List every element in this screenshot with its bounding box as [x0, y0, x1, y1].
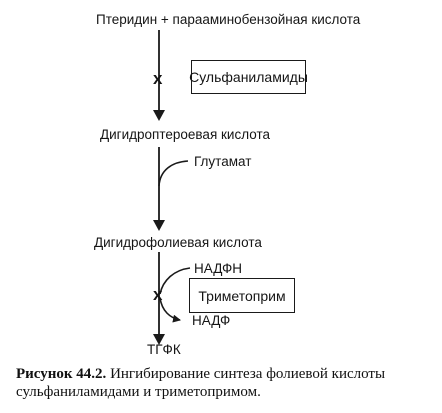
nadph-curve — [159, 267, 191, 295]
glutamate-curve — [158, 160, 189, 187]
inhibition-mark-sulfanilamides: x — [153, 69, 163, 88]
box-sulfanilamides: Сульфаниламиды — [189, 60, 308, 94]
caption-text: Ингибирование синтеза фолиевой кислоты с… — [16, 366, 386, 400]
box-sulfanilamides-label: Сульфаниламиды — [189, 69, 308, 85]
label-glutamate: Глутамат — [194, 154, 252, 169]
label-tgfk: ТГФК — [147, 342, 181, 357]
label-dihydrofolic-acid: Дигидрофолиевая кислота — [94, 235, 262, 250]
label-nadp: НАДФ — [192, 313, 231, 328]
arrow-head-step-1 — [153, 110, 165, 121]
label-nadph: НАДФН — [194, 261, 243, 276]
inhibition-mark-trimethoprim: x — [153, 285, 163, 304]
label-dihydropteroic-acid: Дигидроптероевая кислота — [100, 127, 270, 142]
label-pteridin-paba: Птеридин + парааминобензойная кислота — [96, 12, 361, 27]
arrow-head-step-3 — [153, 334, 165, 345]
box-trimethoprim-label: Триметоприм — [198, 287, 286, 304]
nadp-curve — [159, 297, 181, 323]
figure-caption: Рисунок 44.2. Ингибирование синтеза фоли… — [16, 365, 436, 401]
caption-figure-label: Рисунок 44.2. — [16, 366, 107, 382]
arrow-head-step-2 — [153, 220, 165, 231]
box-trimethoprim: Триметоприм — [189, 278, 295, 313]
